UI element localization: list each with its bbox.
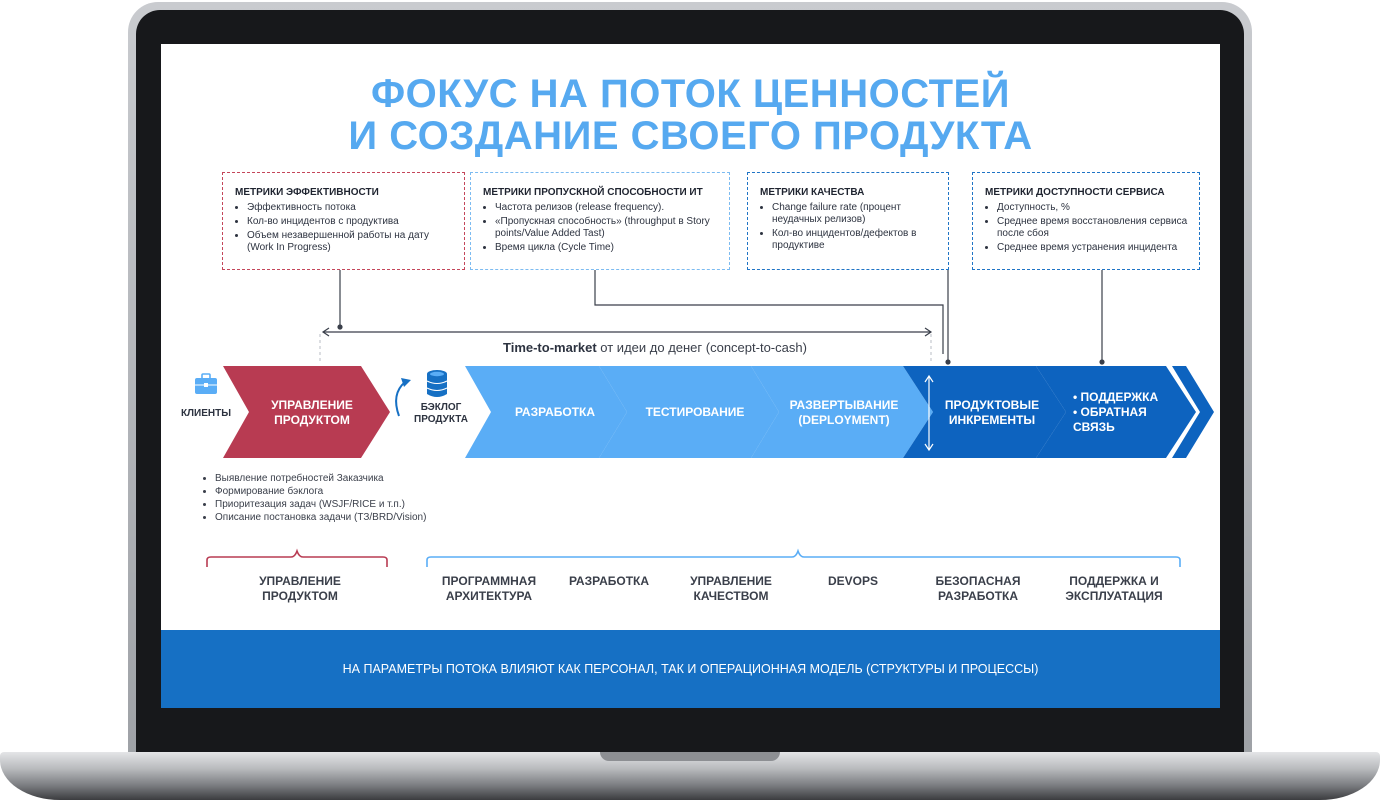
- metrics-quality-item: Кол-во инцидентов/дефектов в продуктиве: [772, 228, 938, 252]
- metrics-throughput-box: МЕТРИКИ ПРОПУСКНОЙ СПОСОБНОСТИ ИТ Частот…: [470, 172, 730, 270]
- list-item: Выявление потребностей Заказчика: [215, 472, 426, 485]
- stage-support-item: • ОБРАТНАЯ СВЯЗЬ: [1073, 405, 1147, 434]
- list-item: Описание постановка задачи (ТЗ/BRD/Visio…: [215, 511, 426, 524]
- metrics-throughput-heading: МЕТРИКИ ПРОПУСКНОЙ СПОСОБНОСТИ ИТ: [483, 187, 703, 198]
- list-item: Формирование бэклога: [215, 485, 426, 498]
- stage-support: • ПОДДЕРЖКА • ОБРАТНАЯ СВЯЗЬ: [1073, 390, 1173, 435]
- chevron-product-management: [223, 366, 390, 458]
- chevron-development: [465, 366, 627, 458]
- metrics-availability-item: Среднее время восстановления сервиса пос…: [997, 216, 1189, 240]
- backlog-label: БЭКЛОГ ПРОДУКТА: [414, 402, 468, 425]
- flow-diagram: [195, 270, 1214, 567]
- stage-support-item: • ПОДДЕРЖКА: [1073, 390, 1159, 404]
- metrics-quality-box: МЕТРИКИ КАЧЕСТВА Change failure rate (пр…: [747, 172, 949, 270]
- metrics-efficiency-heading: МЕТРИКИ ЭФФЕКТИВНОСТИ: [235, 187, 379, 198]
- stage-product-increments: ПРОДУКТОВЫЕ ИНКРЕМЕНТЫ: [944, 398, 1040, 427]
- stage-deployment: РАЗВЕРТЫВАНИЕ (DEPLOYMENT): [789, 398, 899, 427]
- stage-development: РАЗРАБОТКА: [514, 405, 596, 419]
- chevron-deployment: [751, 366, 933, 458]
- clients-label: КЛИЕНТЫ: [180, 408, 232, 419]
- stage-testing: ТЕСТИРОВАНИЕ: [645, 405, 745, 419]
- practice-development: РАЗРАБОТКА: [568, 574, 650, 588]
- practice-architecture: ПРОГРАММНАЯ АРХИТЕКТУРА: [441, 574, 537, 603]
- metrics-quality-item: Change failure rate (процент неудачных р…: [772, 202, 938, 226]
- metrics-efficiency-box: МЕТРИКИ ЭФФЕКТИВНОСТИ Эффективность пото…: [222, 172, 465, 270]
- boundary-arrow-down: [924, 443, 934, 452]
- time-to-market-bold: Time-to-market: [503, 340, 597, 355]
- metrics-efficiency-item: Объем незавершенной работы на дату (Work…: [247, 230, 454, 254]
- product-management-tasks: Выявление потребностей Заказчика Формиро…: [203, 472, 426, 524]
- metrics-availability-item: Среднее время устранения инцидента: [997, 242, 1189, 254]
- metrics-efficiency-item: Эффективность потока: [247, 202, 454, 214]
- connector-availability-dot: [1099, 359, 1105, 365]
- bracket-product-management: [206, 548, 388, 567]
- database-icon: [426, 370, 448, 397]
- metrics-efficiency-item: Кол-во инцидентов с продуктива: [247, 216, 454, 228]
- stage-product-management: УПРАВЛЕНИЕ ПРОДУКТОМ: [271, 398, 353, 427]
- ttm-arrow-right: [924, 327, 933, 337]
- chevron-tail: [1172, 366, 1214, 458]
- chevron-testing: [599, 366, 779, 458]
- metrics-throughput-item: Частота релизов (release frequency).: [495, 202, 719, 214]
- title-line-1: ФОКУС НА ПОТОК ЦЕННОСТЕЙ: [371, 72, 1010, 116]
- practice-devops: DEVOPS: [827, 574, 878, 588]
- connector-efficiency-dot: [337, 324, 343, 330]
- practice-secure-development: БЕЗОПАСНАЯ РАЗРАБОТКА: [935, 574, 1021, 603]
- briefcase-icon: [195, 373, 217, 394]
- footer-text: НА ПАРАМЕТРЫ ПОТОКА ВЛИЯЮТ КАК ПЕРСОНАЛ,…: [342, 662, 1039, 676]
- list-item: Приоритезация задач (WSJF/RICE и т.п.): [215, 498, 426, 511]
- boundary-arrow-up: [924, 374, 934, 383]
- metrics-quality-heading: МЕТРИКИ КАЧЕСТВА: [760, 187, 865, 198]
- time-to-market-caption: Time-to-market от идеи до денег (concept…: [503, 340, 923, 355]
- bracket-engineering: [426, 548, 1181, 567]
- practice-product-management: УПРАВЛЕНИЕ ПРОДУКТОМ: [259, 574, 341, 603]
- practice-support-operations: ПОДДЕРЖКА И ЭКСПЛУАТАЦИЯ: [1065, 574, 1163, 603]
- metrics-availability-box: МЕТРИКИ ДОСТУПНОСТИ СЕРВИСА Доступность,…: [972, 172, 1200, 270]
- refresh-arrow-icon: [395, 378, 411, 417]
- chevron-product-increments: [903, 366, 1066, 458]
- metrics-availability-heading: МЕТРИКИ ДОСТУПНОСТИ СЕРВИСА: [985, 187, 1165, 198]
- laptop-notch: [600, 752, 780, 761]
- chevron-support: [1036, 366, 1196, 458]
- connector-quality-dot: [945, 359, 951, 365]
- practice-quality-management: УПРАВЛЕНИЕ КАЧЕСТВОМ: [690, 574, 772, 603]
- time-to-market-rest: от идеи до денег (concept-to-cash): [596, 340, 807, 355]
- slide: ФОКУС НА ПОТОК ЦЕННОСТЕЙ И СОЗДАНИЕ СВОЕ…: [161, 44, 1220, 708]
- footer-banner: НА ПАРАМЕТРЫ ПОТОКА ВЛИЯЮТ КАК ПЕРСОНАЛ,…: [161, 630, 1220, 708]
- connector-throughput: [594, 270, 944, 354]
- title-line-2: И СОЗДАНИЕ СВОЕГО ПРОДУКТА: [348, 114, 1033, 158]
- metrics-availability-item: Доступность, %: [997, 202, 1189, 214]
- ttm-arrow-left: [321, 327, 330, 337]
- metrics-throughput-item: «Пропускная способность» (throughput в S…: [495, 216, 719, 240]
- metrics-throughput-item: Время цикла (Cycle Time): [495, 242, 719, 254]
